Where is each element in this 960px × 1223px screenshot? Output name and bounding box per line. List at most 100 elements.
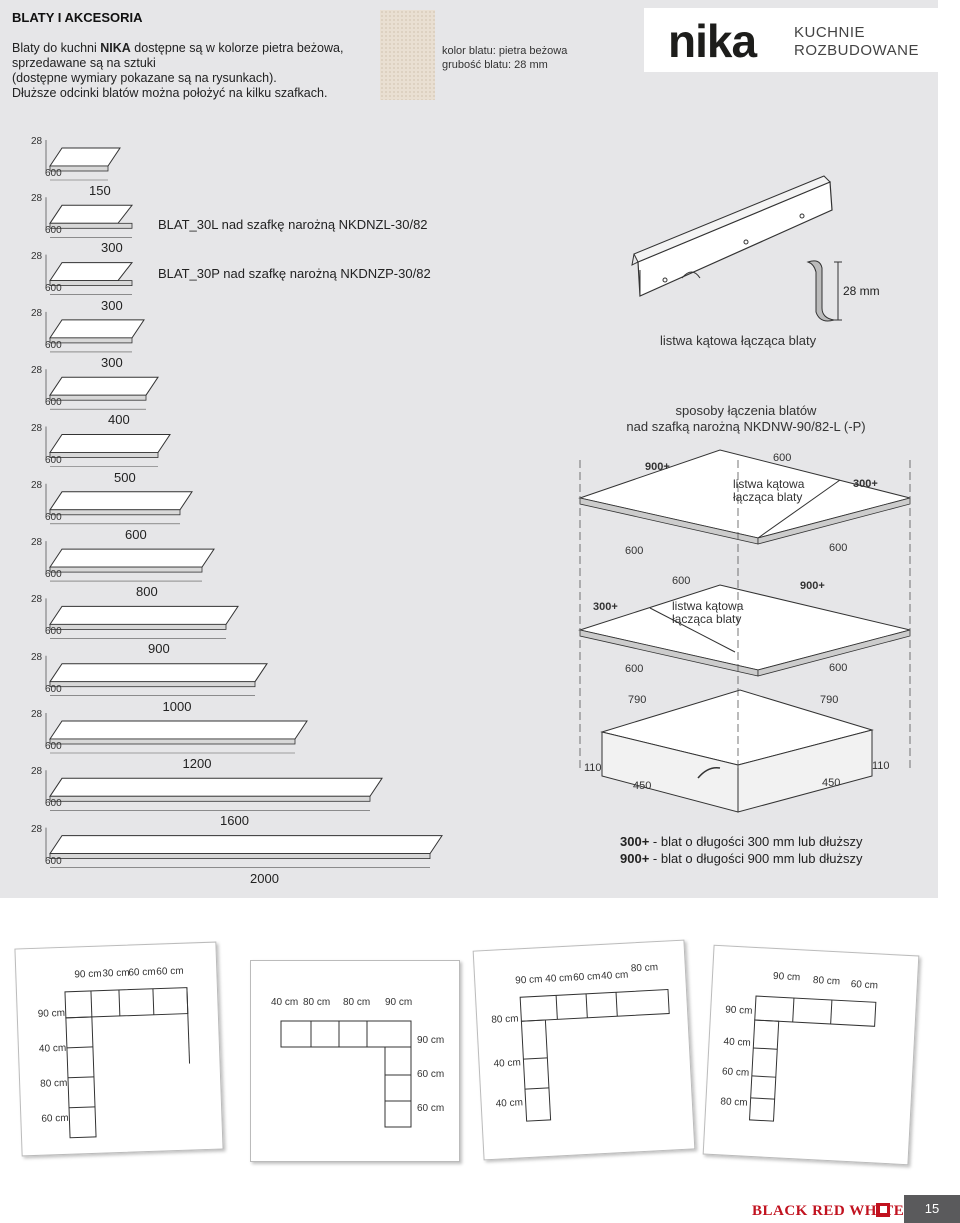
slab-depth-label: 600 (45, 683, 62, 695)
slab-thickness-label: 28 (31, 422, 43, 434)
slab-top-9 (49, 663, 268, 683)
slab-top-5 (49, 434, 171, 453)
slab-top-6 (49, 491, 193, 511)
slab-depth-label: 600 (45, 855, 62, 867)
dim-600-right-2: 600 (829, 662, 848, 674)
slab-depth-label: 600 (45, 225, 62, 237)
dim-900-top: 900+ (645, 461, 670, 473)
slab-thickness-label: 28 (31, 479, 43, 491)
slab-top-0 (49, 147, 121, 167)
nika-logo: nika KUCHNIE ROZBUDOWANE (644, 8, 938, 72)
layout-plan-1 (64, 987, 191, 1139)
slab-width-label: 800 (136, 584, 158, 600)
joining-methods-caption: sposoby łączenia blatów nad szafką naroż… (626, 403, 866, 434)
brand-square-icon (876, 1203, 890, 1217)
slab-edge-1 (49, 222, 133, 229)
slab-thickness-label: 28 (31, 136, 43, 147)
slab-width-label: 1000 (162, 698, 192, 714)
dim-600-top-2: 600 (672, 575, 691, 587)
slab-edge-12 (49, 853, 431, 859)
slab-depth-label: 600 (45, 168, 62, 179)
page-title: BLATY I AKCESORIA (12, 10, 143, 25)
dim-790-right: 790 (820, 694, 839, 706)
color-swatch (380, 10, 435, 100)
layout-plan-4 (748, 995, 877, 1122)
slab-width-label: 2000 (250, 870, 279, 886)
slab-width-label: 300 (101, 297, 123, 313)
layout-card-1: 90 cm 30 cm 60 cm 60 cm 90 cm 40 cm 80 c… (14, 941, 224, 1157)
slab-top-3 (49, 319, 145, 339)
slab-top-11 (49, 777, 383, 797)
logo-word: nika (668, 15, 757, 67)
listwa-dimension: 28 mm (843, 284, 880, 298)
slab-width-label: 300 (101, 240, 123, 256)
slab-edge-0 (49, 165, 109, 172)
intro-text: Blaty do kuchni NIKA dostępne są w kolor… (12, 41, 344, 100)
page-number: 15 (904, 1195, 960, 1223)
slab-depth-label: 600 (45, 282, 62, 294)
slab-width-label: 150 (89, 183, 111, 198)
slab-edge-7 (49, 566, 203, 573)
dim-600-right-1: 600 (829, 542, 848, 554)
slab-top-2 (49, 262, 134, 282)
slab-depth-label: 600 (45, 569, 62, 581)
slab-edge-4 (49, 394, 147, 401)
slab-depth-label: 600 (45, 397, 62, 409)
slab-edge-9 (49, 681, 256, 688)
layout-card-2: 40 cm 80 cm 80 cm 90 cm 90 cm 60 cm 60 c… (250, 960, 460, 1162)
slab-thickness-label: 28 (31, 250, 43, 262)
slab-width-label: 300 (101, 354, 123, 370)
slab-thickness-label: 28 (31, 537, 43, 549)
joint-label-2: listwa kątowa łącząca blaty (672, 599, 744, 626)
dim-110-right: 110 (872, 760, 890, 772)
slab-edge-5 (49, 452, 159, 458)
slab-depth-label: 600 (45, 454, 62, 466)
slab-depth-label: 600 (45, 798, 62, 810)
slab-width-label: 1200 (182, 756, 212, 771)
slab-edge-8 (49, 624, 227, 630)
listwa-drawing (631, 175, 842, 322)
dim-300-left-2: 300+ (593, 601, 618, 613)
slab-thickness-label: 28 (31, 365, 43, 377)
slab-thickness-label: 28 (31, 766, 43, 778)
slab-list (45, 140, 443, 868)
brand-logo-text: BLACK RED WHITE (752, 1203, 905, 1219)
corner-right-label: BLAT_30P nad szafkę narożną NKDNZP-30/82 (158, 266, 431, 281)
dim-450-left: 450 (633, 780, 652, 792)
slab-depth-label: 600 (45, 339, 62, 351)
dim-110-left: 110 (584, 762, 602, 774)
color-info: kolor blatu: pietra beżowa grubość blatu… (442, 45, 568, 71)
slab-sizes-drawing (45, 140, 443, 868)
slab-thickness-label: 28 (31, 709, 43, 720)
dim-300-top: 300+ (853, 478, 878, 490)
layout-plan-3 (519, 988, 670, 1122)
slab-thickness-label: 28 (31, 307, 43, 319)
dim-790-left: 790 (628, 694, 647, 706)
layout-card-3: 90 cm 40 cm 60 cm 40 cm 80 cm 80 cm 40 c… (472, 939, 696, 1161)
slab-width-label: 500 (114, 469, 136, 485)
slab-thickness-label: 28 (31, 823, 43, 835)
slab-width-label: 900 (148, 641, 170, 657)
slab-thickness-label: 28 (31, 651, 43, 663)
dim-450-right: 450 (822, 777, 841, 789)
slab-depth-label: 600 (45, 741, 62, 752)
slab-thickness-label: 28 (31, 594, 43, 606)
listwa-caption: listwa kątowa łącząca blaty (660, 333, 817, 348)
slab-depth-label: 600 (45, 626, 62, 638)
slab-edge-2 (49, 280, 133, 287)
logo-subtitle: KUCHNIE ROZBUDOWANE (794, 24, 919, 59)
corner-left-label: BLAT_30L nad szafkę narożną NKDNZL-30/82 (158, 217, 428, 232)
slab-thickness-label: 28 (31, 193, 43, 205)
layout-card-4: 90 cm 80 cm 60 cm 90 cm 40 cm 60 cm 80 c… (702, 944, 920, 1166)
dim-900-top-2: 900+ (800, 580, 825, 592)
joining-diagram (578, 449, 911, 813)
layout-plan-2 (280, 1020, 412, 1128)
dim-600-top: 600 (773, 452, 792, 464)
slab-width-label: 600 (125, 526, 147, 542)
slab-top-7 (49, 548, 215, 568)
dimension-legend: 300+ - blat o długości 300 mm lub dłuższ… (620, 834, 863, 866)
slab-width-label: 1600 (220, 813, 249, 829)
slab-top-1 (49, 204, 134, 224)
dim-600-left-2: 600 (625, 663, 644, 675)
slab-top-4 (49, 376, 159, 396)
